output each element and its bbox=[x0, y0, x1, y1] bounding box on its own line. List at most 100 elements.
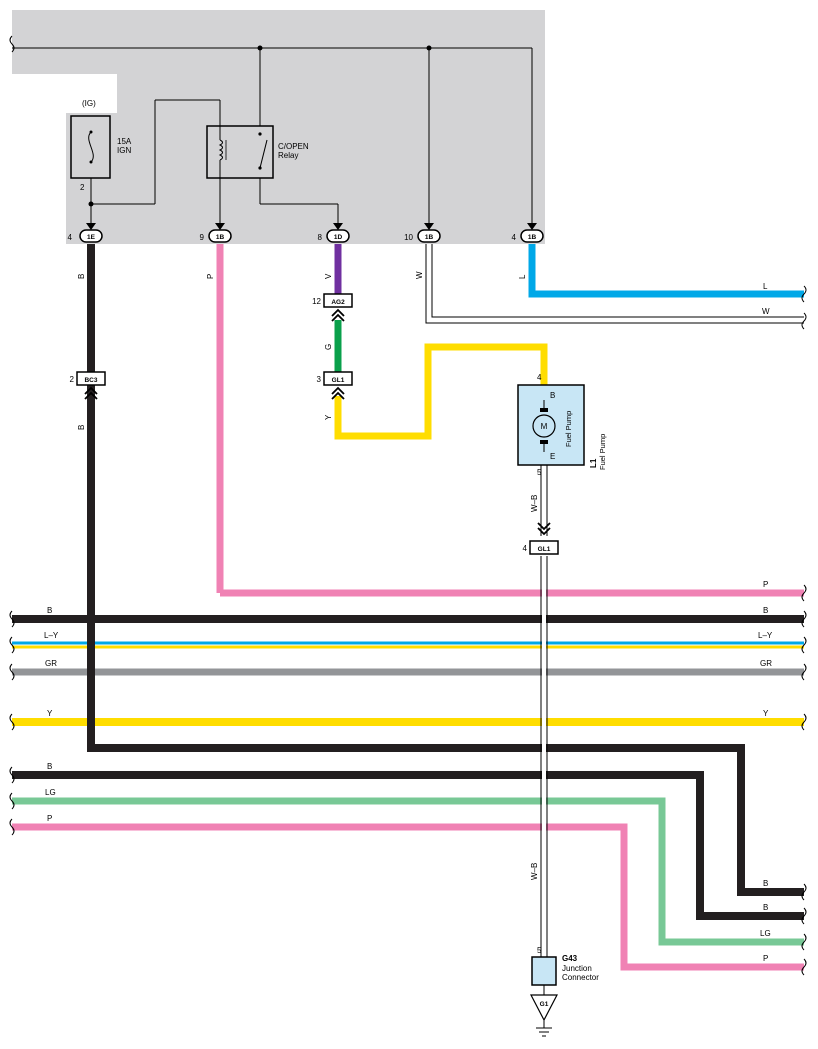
plug-1d: 1D 8 bbox=[318, 223, 350, 243]
junction-connector-g43 bbox=[531, 956, 557, 986]
svg-text:B: B bbox=[763, 903, 768, 912]
svg-text:1B: 1B bbox=[216, 234, 225, 241]
ground-g1 bbox=[530, 985, 558, 1037]
svg-text:BC3: BC3 bbox=[84, 377, 97, 384]
svg-text:4: 4 bbox=[523, 544, 528, 553]
wire-w bbox=[425, 244, 804, 324]
svg-text:P: P bbox=[763, 580, 768, 589]
pump-label: Fuel Pump bbox=[598, 434, 607, 470]
relay-name-line1: C/OPEN bbox=[278, 142, 309, 151]
left-wavy-ends bbox=[9, 610, 15, 836]
pump-code: L1 bbox=[589, 458, 598, 468]
relay-name-line2: Relay bbox=[278, 151, 298, 160]
svg-text:AG2: AG2 bbox=[331, 299, 345, 306]
splice-dots bbox=[88, 45, 432, 207]
ground-id: G1 bbox=[540, 1001, 549, 1008]
svg-text:B: B bbox=[47, 762, 52, 771]
ground-icon bbox=[530, 994, 558, 1022]
wire-b-second bbox=[12, 771, 804, 920]
wire-l bbox=[528, 244, 804, 298]
wire-y-to-pump bbox=[334, 343, 548, 440]
svg-text:1B: 1B bbox=[528, 234, 537, 241]
svg-text:L–Y: L–Y bbox=[758, 631, 773, 640]
pump-term-top: B bbox=[550, 391, 555, 400]
fuse-name: IGN bbox=[117, 146, 131, 155]
svg-text:L: L bbox=[518, 274, 527, 279]
svg-text:1D: 1D bbox=[334, 234, 343, 241]
pump-term-bottom: E bbox=[550, 452, 555, 461]
svg-text:9: 9 bbox=[200, 233, 205, 242]
plug-connectors: 1E 4 1B 9 1D 8 1B 10 1B 4 bbox=[68, 223, 544, 243]
wires bbox=[12, 244, 804, 971]
pump-inner-label: Fuel Pump bbox=[564, 411, 573, 447]
plug-1b-pin9: 1B 9 bbox=[200, 223, 232, 243]
svg-text:L: L bbox=[763, 282, 768, 291]
c-open-relay bbox=[206, 125, 274, 179]
plug-1b-pin4: 1B 4 bbox=[512, 223, 544, 243]
relay-coil-icon bbox=[218, 139, 223, 161]
svg-text:8: 8 bbox=[318, 233, 323, 242]
connector-bc3: BC3 2 bbox=[70, 371, 106, 400]
svg-text:Y: Y bbox=[324, 414, 333, 420]
junction-code: G43 bbox=[562, 954, 578, 963]
svg-text:LG: LG bbox=[45, 788, 56, 797]
svg-text:W: W bbox=[762, 307, 770, 316]
svg-text:G: G bbox=[324, 344, 333, 350]
motor-symbol: M bbox=[541, 422, 548, 431]
svg-text:3: 3 bbox=[317, 375, 322, 384]
svg-text:12: 12 bbox=[312, 297, 321, 306]
svg-text:Y: Y bbox=[47, 709, 53, 718]
svg-text:GL1: GL1 bbox=[538, 546, 551, 553]
svg-text:L–Y: L–Y bbox=[44, 631, 59, 640]
junction-line1: Junction bbox=[562, 964, 592, 973]
svg-text:10: 10 bbox=[404, 233, 413, 242]
svg-text:P: P bbox=[47, 814, 52, 823]
fuse-group-label: (IG) bbox=[82, 99, 96, 108]
svg-text:2: 2 bbox=[70, 375, 75, 384]
svg-text:P: P bbox=[763, 954, 768, 963]
panel-left-wavy-edge bbox=[9, 35, 15, 53]
fuse-rating: 15A bbox=[117, 137, 132, 146]
svg-text:W: W bbox=[415, 271, 424, 279]
relay-switch-icon bbox=[259, 139, 268, 169]
svg-text:B: B bbox=[77, 274, 86, 279]
svg-text:4: 4 bbox=[68, 233, 73, 242]
junction-line2: Connector bbox=[562, 973, 599, 982]
plug-1e: 1E 4 bbox=[68, 223, 103, 243]
fuel-pump-l1 bbox=[517, 384, 585, 466]
svg-text:LG: LG bbox=[760, 929, 771, 938]
connector-ag2: AG2 12 bbox=[312, 293, 353, 322]
svg-text:B: B bbox=[763, 606, 768, 615]
fuse-pin: 2 bbox=[80, 183, 85, 192]
wire-w-b-gap-fill-upper bbox=[542, 465, 546, 536]
svg-text:W–B: W–B bbox=[530, 495, 539, 512]
svg-text:1E: 1E bbox=[87, 234, 96, 241]
pump-pin-bottom: 5 bbox=[537, 468, 542, 477]
motor-icon bbox=[532, 414, 556, 438]
svg-text:B: B bbox=[763, 879, 768, 888]
svg-text:P: P bbox=[206, 274, 215, 279]
svg-text:W–B: W–B bbox=[530, 863, 539, 880]
svg-text:GR: GR bbox=[760, 659, 772, 668]
wire-labels: B B P V G Y W L W–B W–B L W P B B L–Y L–… bbox=[44, 271, 773, 963]
svg-text:Y: Y bbox=[763, 709, 769, 718]
svg-text:GL1: GL1 bbox=[332, 377, 345, 384]
wire-w-b bbox=[540, 465, 548, 957]
svg-text:V: V bbox=[324, 273, 333, 279]
wire-b-from-1e bbox=[87, 244, 804, 896]
pump-pin-top: 4 bbox=[537, 373, 542, 382]
connector-gl1-upper: GL1 3 bbox=[317, 371, 353, 400]
svg-text:1B: 1B bbox=[425, 234, 434, 241]
junction-block-panel bbox=[12, 10, 545, 244]
svg-text:B: B bbox=[77, 425, 86, 430]
wire-w-b-gap-fill bbox=[542, 556, 546, 957]
fuse-15a-ign bbox=[70, 115, 111, 179]
svg-text:B: B bbox=[47, 606, 52, 615]
wire-p-lower bbox=[12, 823, 804, 971]
wire-lg bbox=[12, 797, 804, 946]
junction-pin: 5 bbox=[537, 946, 542, 955]
plug-1b-pin10: 1B 10 bbox=[404, 223, 441, 243]
right-wavy-ends bbox=[801, 285, 807, 976]
connector-gl1-lower: GL1 4 bbox=[523, 522, 559, 555]
